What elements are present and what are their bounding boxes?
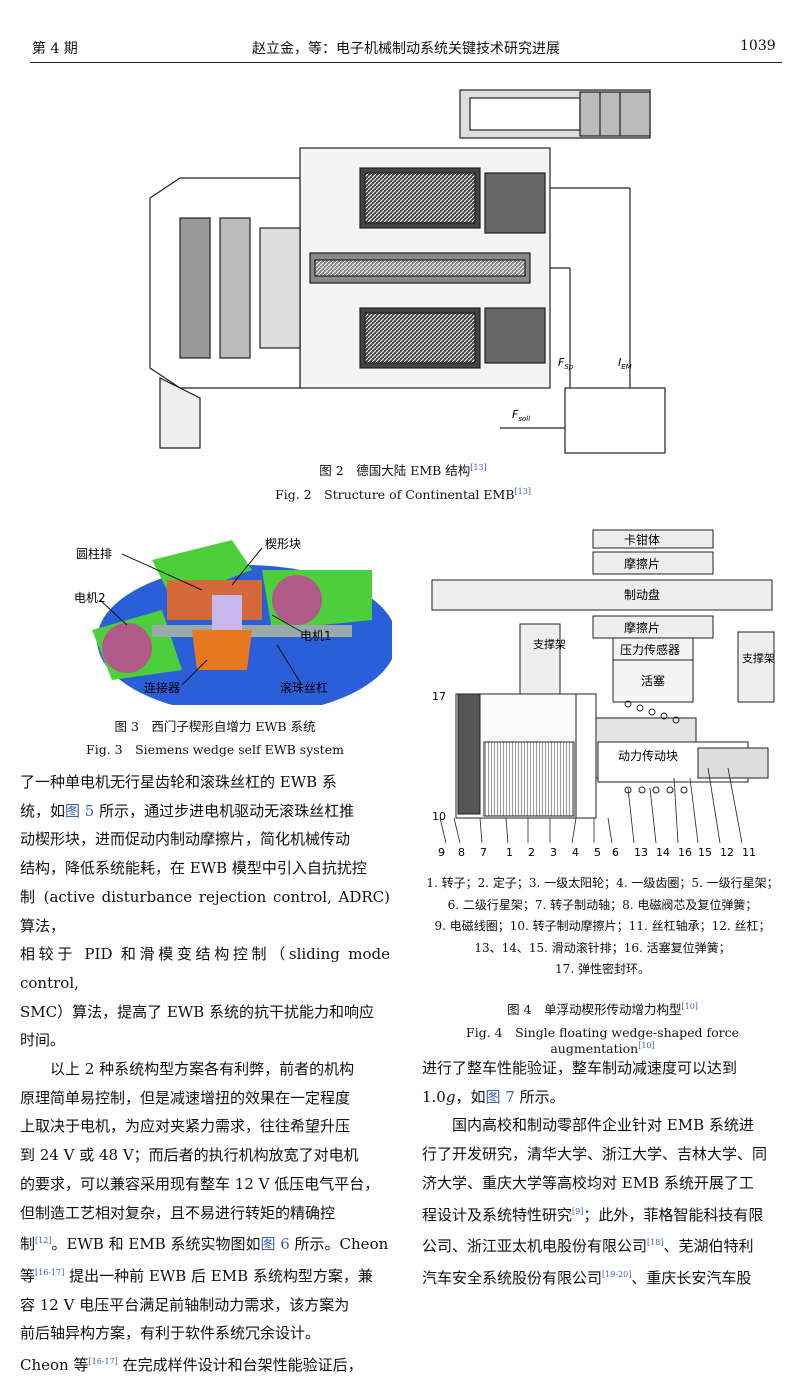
label-sensor: 压力传感器 bbox=[620, 642, 680, 657]
part-number: 1 bbox=[506, 846, 513, 859]
label-wedge: 楔形块 bbox=[265, 537, 301, 551]
part-number: 8 bbox=[458, 846, 465, 859]
fig4-drawing: 卡钳体 摩擦片 制动盘 摩擦片 支撑架 支撑架 压力传感器 活塞 动力传动块 1… bbox=[431, 529, 775, 859]
fig7-link[interactable]: 图 7 bbox=[485, 1087, 515, 1106]
label-support-left: 支撑架 bbox=[533, 637, 566, 651]
part-number: 11 bbox=[742, 846, 756, 859]
part-number: 15 bbox=[698, 846, 712, 859]
label-motor1: 电机1 bbox=[300, 629, 332, 643]
label-motor2: 电机2 bbox=[74, 591, 106, 605]
legend-line: 17. 弹性密封环。 bbox=[555, 962, 650, 976]
header-rule bbox=[30, 62, 782, 63]
fig2-caption-en: Fig. 2 Structure of Continental EMB[13] bbox=[275, 486, 531, 502]
label-fsoll: Fsoll bbox=[512, 408, 530, 423]
control-lines bbox=[500, 187, 631, 429]
connector-plug bbox=[459, 89, 651, 139]
label-ballscrew: 滚珠丝杠 bbox=[280, 680, 328, 695]
legend-line: 9. 电磁线圈；10. 转子制动摩擦片；11. 丝杠轴承；12. 丝杠； bbox=[434, 919, 771, 933]
journal-issue: 第 4 期 bbox=[32, 41, 78, 57]
caliper-body bbox=[149, 177, 301, 449]
part-number: 3 bbox=[550, 846, 557, 859]
fig2-drawing: FSp IEM Fsoll bbox=[149, 89, 666, 454]
running-title: 赵立金，等：电子机械制动系统关键技术研究进展 bbox=[252, 41, 560, 57]
part-number: 13 bbox=[634, 846, 648, 859]
fig5-link[interactable]: 图 5 bbox=[65, 801, 95, 820]
label-pad-top: 摩擦片 bbox=[624, 556, 660, 571]
label-disc: 制动盘 bbox=[624, 587, 660, 602]
label-fsp: FSp bbox=[558, 356, 574, 371]
fig6-link[interactable]: 图 6 bbox=[260, 1235, 290, 1254]
right-column-text: 进行了整车性能验证，整车制动减速度可以达到 1.0g，如图 7 所示。 国内高校… bbox=[422, 1059, 768, 1287]
actuator-housing bbox=[299, 147, 551, 389]
label-10: 10 bbox=[432, 810, 446, 823]
fig2-caption-cn: 图 2 德国大陆 EMB 结构[13] bbox=[319, 462, 487, 478]
label-support-right: 支撑架 bbox=[742, 651, 775, 665]
fig3-drawing: 圆柱排 楔形块 电机2 电机1 连接器 滚珠丝杠 bbox=[74, 537, 392, 705]
legend-line: 1. 转子；2. 定子；3. 一级太阳轮；4. 一级齿圈；5. 一级行星架； bbox=[426, 876, 779, 890]
part-number: 7 bbox=[480, 846, 487, 859]
label-17: 17 bbox=[432, 690, 446, 703]
fig4-caption-cn: 图 4 单浮动楔形传动增力构型[10] bbox=[507, 1001, 698, 1017]
part-number: 14 bbox=[656, 846, 670, 859]
label-iem: IEM bbox=[618, 356, 632, 371]
label-drive-block: 动力传动块 bbox=[618, 748, 678, 763]
fig3-caption-cn: 图 3 西门子楔形自增力 EWB 系统 bbox=[114, 719, 316, 734]
left-column-text: 了一种单电机无行星齿轮和滚珠丝杠的 EWB 系 统，如图 5 所示，通过步进电机… bbox=[20, 773, 390, 1375]
controller-box bbox=[564, 387, 666, 454]
part-number: 4 bbox=[572, 846, 579, 859]
legend-line: 6. 二级行星架；7. 转子制动轴；8. 电磁阀芯及复位弹簧； bbox=[447, 897, 758, 912]
part-number: 5 bbox=[594, 846, 601, 859]
legend-line: 13、14、15. 滑动滚针排；16. 活塞复位弹簧； bbox=[474, 940, 731, 955]
part-number: 2 bbox=[528, 846, 535, 859]
fig4-caption-en: Fig. 4 Single floating wedge-shaped forc… bbox=[466, 1025, 739, 1057]
fig3-caption-en: Fig. 3 Siemens wedge self EWB system bbox=[86, 742, 344, 757]
label-connector: 连接器 bbox=[144, 680, 180, 695]
label-pad-bottom: 摩擦片 bbox=[624, 620, 660, 635]
page-number: 1039 bbox=[740, 38, 776, 54]
part-number: 9 bbox=[438, 846, 445, 859]
part-number: 6 bbox=[612, 846, 619, 859]
label-piston: 活塞 bbox=[641, 673, 665, 688]
part-number: 12 bbox=[720, 846, 734, 859]
fig4-legend: 1. 转子；2. 定子；3. 一级太阳轮；4. 一级齿圈；5. 一级行星架； 6… bbox=[415, 873, 790, 981]
label-cylinder: 圆柱排 bbox=[76, 546, 112, 561]
part-number: 16 bbox=[678, 846, 692, 859]
label-caliper: 卡钳体 bbox=[624, 533, 660, 547]
